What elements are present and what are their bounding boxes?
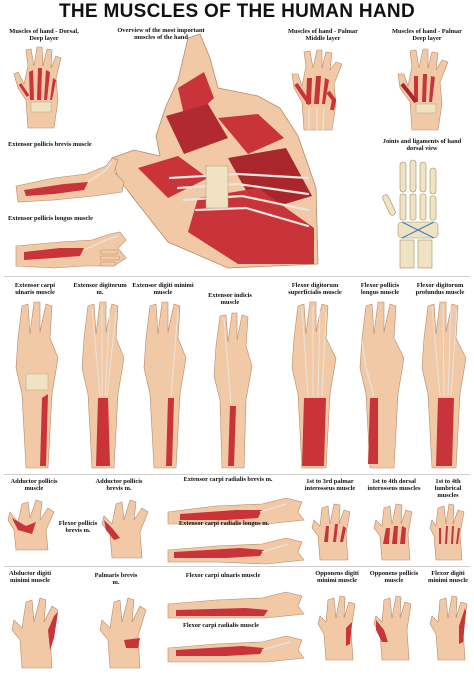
title-ecrl: Extensor carpi radialis longus m. — [178, 520, 270, 527]
title-opp-pollicis: Opponens pollicis muscle — [369, 570, 419, 584]
title-ecrb: Extensor carpi radialis brevis m. — [183, 476, 273, 483]
illustration-fdm — [428, 590, 472, 662]
title-fcu: Flexor carpi ulnaris muscle — [185, 572, 261, 579]
title-palmaris-brevis: Palmaris brevis m. — [94, 572, 138, 586]
title-lumbricals: 1st to 4th lumbrical muscles — [434, 478, 462, 499]
illustration-fcu-arm — [166, 584, 306, 624]
title-fdm: Flexor digiti minimi muscle — [428, 570, 468, 584]
illustration-palmar-middle-hand — [290, 48, 348, 132]
title-fcr: Flexor carpi radialis muscle — [182, 622, 260, 629]
illustration-edm-arm — [140, 298, 190, 470]
illustration-palmar-interossei — [310, 500, 358, 562]
illustration-adductor-pollicis — [6, 494, 64, 552]
title-ei: Extensor indicis muscle — [208, 292, 252, 306]
illustration-ei-arm — [210, 310, 256, 470]
illustration-epl-arm — [14, 226, 128, 274]
title-dorsal-interossei: 1st to 4th dorsal interosseus muscles — [367, 478, 421, 492]
divider-bottom — [4, 474, 470, 475]
poster-title: THE MUSCLES OF THE HUMAN HAND — [59, 1, 415, 22]
illustration-lumbricals — [428, 500, 470, 562]
title-adductor-pollicis-b: Adductor pollicis brevis m. — [95, 478, 143, 492]
illustration-ecrb-arm — [166, 490, 306, 530]
illustration-adductor-pollicis-b — [100, 494, 158, 560]
divider-lowest — [4, 566, 470, 567]
title-edm: Extensor digiti minimi muscle — [132, 282, 194, 296]
illustration-epb-arm — [14, 152, 126, 208]
illustration-dorsal-interossei — [372, 500, 420, 562]
title-adductor-pollicis: Adductor pollicis muscle — [10, 478, 58, 492]
title-overview: Overview of the most important muscles o… — [117, 27, 205, 41]
title-palmar-deep: Muscles of hand - Palmar Deep layer — [392, 28, 462, 42]
title-fdp: Flexor digitorum profundus muscle — [415, 282, 465, 296]
illustration-joints-hand — [382, 158, 454, 270]
illustration-palmaris-brevis — [96, 590, 156, 670]
illustration-ecu-arm — [12, 298, 62, 470]
illustration-opp-pollicis — [372, 590, 418, 662]
title-fds: Flexor digitorum superficialis muscle — [288, 282, 342, 296]
illustration-fcr-arm — [166, 632, 306, 670]
illustration-fds-arm — [288, 298, 342, 470]
illustration-adm — [8, 590, 68, 670]
title-ed: Extensor digitorum m. — [73, 282, 127, 296]
title-ecu: Extensor carpi ulnaris muscle — [14, 282, 56, 296]
title-palmar-interossei: 1st to 3rd palmar interosseus muscle — [304, 478, 356, 492]
title-epl: Extensor pollicis longus muscle — [8, 215, 93, 222]
illustration-fpl-arm — [356, 298, 408, 470]
divider-middle — [4, 276, 470, 277]
illustration-ed-arm — [78, 298, 128, 470]
title-palmar-middle: Muscles of hand - Palmar Middle layer — [288, 28, 358, 42]
title-epb: Extensor pollicis brevis muscle — [8, 141, 92, 148]
title-joints: Joints and ligaments of hand dorsal view — [382, 138, 462, 152]
illustration-dorsal-deep-hand — [10, 44, 76, 130]
title-dorsal-deep: Muscles of hand - Dorsal, Deep layer — [9, 28, 79, 42]
title-adm: Abductor digiti minimi muscle — [9, 570, 51, 584]
title-fpb: Flexor pollicis brevis m. — [58, 520, 98, 534]
illustration-palmar-deep-hand — [394, 46, 460, 132]
title-fpl: Flexor pollicis longus muscle — [360, 282, 400, 296]
illustration-overview-hand — [108, 28, 320, 270]
illustration-fdp-arm — [418, 298, 470, 470]
illustration-ecrl-arm — [166, 532, 306, 568]
illustration-odm — [316, 590, 362, 662]
title-odm: Opponens digiti minimi muscle — [315, 570, 359, 584]
